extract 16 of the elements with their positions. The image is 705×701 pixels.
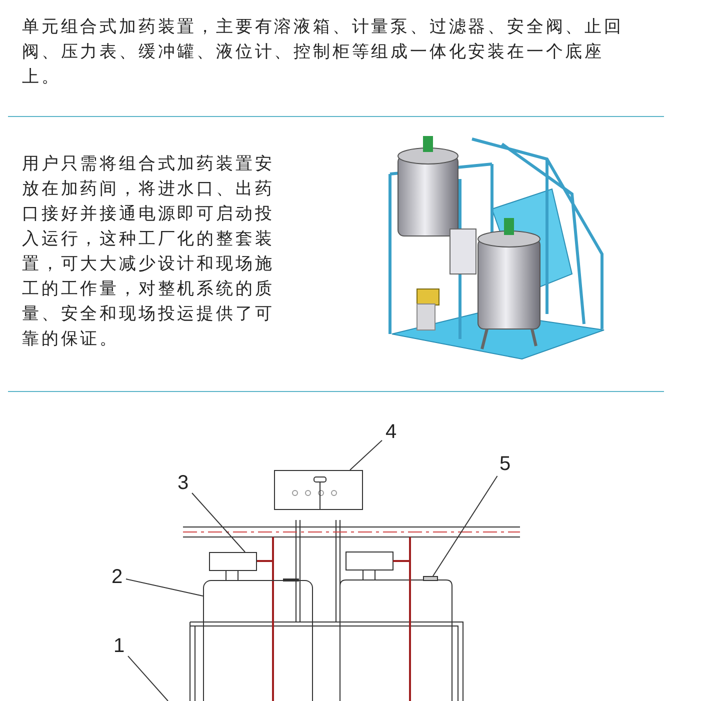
callout-number: 4 [382,420,400,444]
callout-number: 1 [110,634,128,658]
text-paragraph: 单元组合式加药装置，主要有溶液箱、计量泵、过滤器、安全阀、止回阀、压力表、缓冲罐、液位计、控制柜等组成一体化安装在一个底座上。 [22,15,634,90]
leader-line [432,476,498,576]
solution-tank [203,580,313,701]
leader-line [192,492,246,552]
text-paragraph: 用户只需将组合式加药装置安放在加药间，将进水口、出药口接好并接通电源即可启动投入运行，这种工厂化的整套装置，可大大减少设计和现场施工的工作量，对整机系统的质量、安全和现场投运提供了可靠的保证。 [22,152,280,352]
leader-line [128,656,168,701]
callout-number: 2 [108,565,126,589]
valve-fitting [423,576,438,581]
pump-motor [209,552,257,571]
control-cabinet [274,470,363,510]
callout-number: 3 [174,471,192,495]
callout-number: 5 [496,452,514,476]
leader-line [126,578,204,596]
leader-line [350,440,382,470]
